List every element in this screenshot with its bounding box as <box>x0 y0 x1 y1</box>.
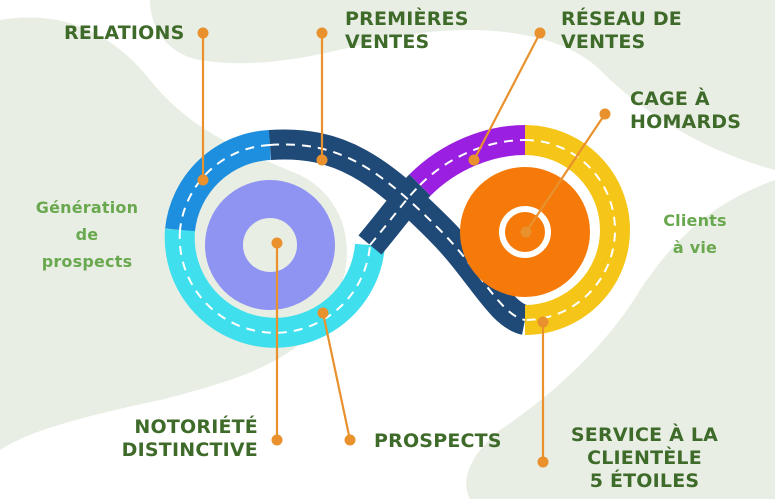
connector-prospects <box>321 312 352 441</box>
road-right-purple <box>409 125 526 196</box>
label-relations: RELATIONS <box>64 22 185 44</box>
dot-notoriete-center <box>271 237 283 249</box>
dot-service-road <box>537 316 549 328</box>
label-generation-line-2: de <box>75 225 99 244</box>
road-dash <box>178 229 371 334</box>
dot-cage-center <box>520 226 532 238</box>
label-generation-line-3: prospects <box>41 252 133 271</box>
inner-loop-left <box>205 180 335 310</box>
dot-service-bottom <box>537 456 549 468</box>
dot-relations-road <box>197 174 209 186</box>
label-premieres-ventes-line-2: VENTES <box>345 31 430 53</box>
road-dash <box>524 139 616 321</box>
label-reseau-de-ventes: RÉSEAU DE VENTES <box>561 8 682 54</box>
label-cage-line-2: HOMARDS <box>630 111 742 133</box>
label-notoriete-line-1: NOTORIÉTÉ <box>134 416 258 438</box>
dot-prospects-bottom <box>344 434 356 446</box>
label-notoriete-distinctive: NOTORIÉTÉ DISTINCTIVE <box>118 416 258 462</box>
label-clients-line-2: à vie <box>672 238 718 257</box>
label-cage-line-1: CAGE À <box>630 88 710 110</box>
dot-reseau-top <box>534 27 546 39</box>
road-dash <box>179 144 271 231</box>
label-notoriete-line-2: DISTINCTIVE <box>121 439 258 461</box>
dot-premieres-road <box>316 154 328 166</box>
connector-reseau-de-ventes <box>473 32 541 161</box>
dot-premieres-top <box>316 27 328 39</box>
inner-loop-right <box>460 167 590 297</box>
label-clients-a-vie: Clients à vie <box>655 207 735 261</box>
connector-cage-a-homards <box>525 113 606 233</box>
label-reseau-line-1: RÉSEAU DE <box>561 8 682 30</box>
label-reseau-line-2: VENTES <box>561 31 646 53</box>
label-service-line-2: CLIENTÈLE <box>587 447 702 469</box>
label-premieres-ventes: PREMIÈRES VENTES <box>345 8 469 54</box>
dot-cage-top <box>599 108 611 120</box>
label-service-line-3: 5 ÉTOILES <box>589 470 700 492</box>
label-clients-line-1: Clients <box>663 211 727 230</box>
label-service-line-1: SERVICE À LA <box>570 424 719 446</box>
dot-reseau-road <box>468 154 480 166</box>
road-dash <box>369 184 421 246</box>
dot-notoriete-bottom <box>271 434 283 446</box>
label-generation-line-1: Génération <box>35 198 139 217</box>
label-generation-de-prospects: Génération de prospects <box>22 194 152 275</box>
dot-prospects-road <box>317 307 329 319</box>
background-blob-top <box>150 0 775 170</box>
label-cage-a-homards: CAGE À HOMARDS <box>630 88 741 134</box>
label-prospects: PROSPECTS <box>374 430 502 452</box>
label-premieres-ventes-line-1: PREMIÈRES <box>345 8 469 30</box>
label-service-a-la-clientele: SERVICE À LA CLIENTÈLE 5 ÉTOILES <box>562 424 727 493</box>
dot-relations-top <box>197 27 209 39</box>
